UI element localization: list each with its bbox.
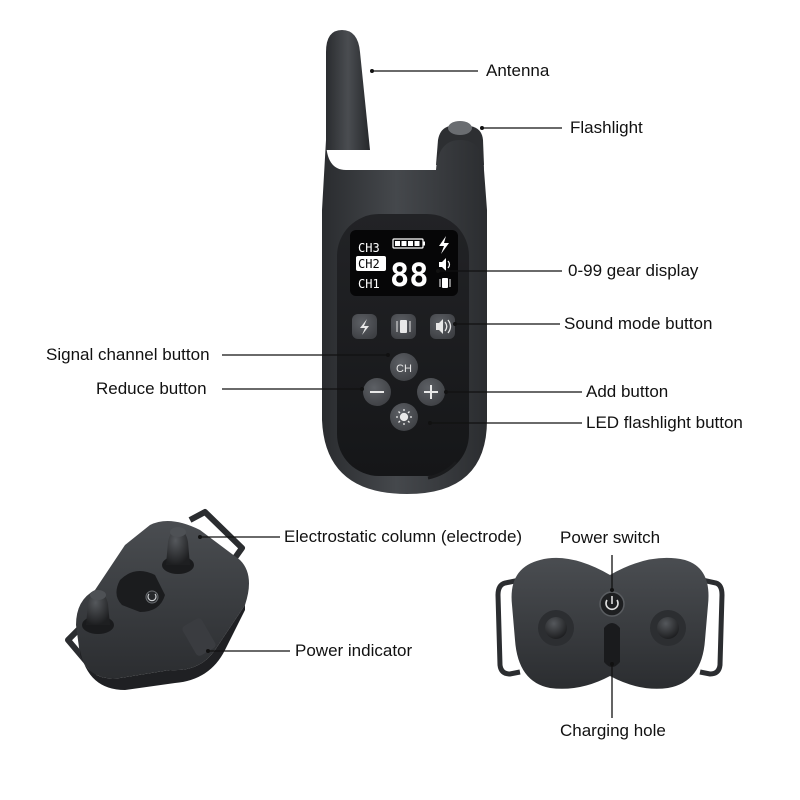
remote-transmitter: CH3 CH2 CH1 88: [322, 30, 487, 494]
lcd-channel-ch2-highlight: [356, 256, 386, 271]
label-sound-mode-button: Sound mode button: [564, 314, 713, 333]
lanyard-slot: [427, 461, 458, 480]
flashlight-lens: [448, 121, 472, 135]
label-flashlight: Flashlight: [570, 118, 643, 137]
sun-icon: [396, 409, 412, 425]
lcd-screen: [350, 230, 458, 296]
label-antenna: Antenna: [486, 61, 550, 80]
strap-loop: [495, 577, 521, 677]
label-power-indicator: Power indicator: [295, 641, 413, 660]
gear-display-value: 88: [390, 256, 429, 294]
side-cover: [182, 618, 216, 656]
add-button[interactable]: [417, 378, 445, 406]
battery-icon: [392, 238, 425, 249]
ch-button-label: CH: [396, 363, 412, 375]
label-gear-display: 0-99 gear display: [568, 261, 699, 280]
receiver-base: [80, 605, 245, 690]
label-charging-hole: Charging hole: [560, 721, 666, 740]
label-power-switch: Power switch: [560, 528, 661, 547]
signal-channel-button[interactable]: CH: [390, 353, 418, 381]
lcd-channel-ch2: CH2: [358, 257, 380, 271]
power-icon: [605, 596, 619, 611]
label-reduce-button: Reduce button: [96, 379, 207, 398]
label-electrode: Electrostatic column (electrode): [284, 527, 523, 546]
label-add-button: Add button: [586, 382, 669, 401]
collar-receiver-front: [495, 557, 725, 689]
electrode-pin: [82, 590, 114, 634]
sound-mode-button[interactable]: [430, 314, 455, 339]
lightning-icon: [360, 319, 369, 335]
electrode-contact: [650, 610, 686, 646]
led-flashlight-button[interactable]: [390, 403, 418, 431]
shock-mode-button[interactable]: [352, 314, 377, 339]
strap-loop: [699, 577, 725, 677]
charging-hole: [604, 623, 620, 667]
label-led-flashlight-button: LED flashlight button: [586, 413, 743, 432]
speaker-icon: [439, 258, 451, 271]
vibration-mode-button[interactable]: [391, 314, 416, 339]
label-signal-channel-button: Signal channel button: [46, 345, 210, 364]
power-symbol-icon: [147, 593, 157, 602]
lcd-channel-ch3: CH3: [358, 241, 380, 255]
antenna: [326, 30, 370, 150]
electrode-pin: [162, 527, 194, 574]
vibration-icon: [396, 320, 411, 333]
strap-loop: [188, 509, 245, 564]
leader-lines: [198, 69, 614, 718]
electrode-contact: [538, 610, 574, 646]
reduce-button[interactable]: [363, 378, 391, 406]
speaker-icon: [436, 319, 452, 334]
plus-icon: [424, 385, 438, 399]
lcd-channel-ch1: CH1: [358, 277, 380, 291]
collar-receiver-angled: [65, 509, 249, 690]
lightning-icon: [439, 236, 449, 254]
vibration-icon: [439, 278, 451, 288]
